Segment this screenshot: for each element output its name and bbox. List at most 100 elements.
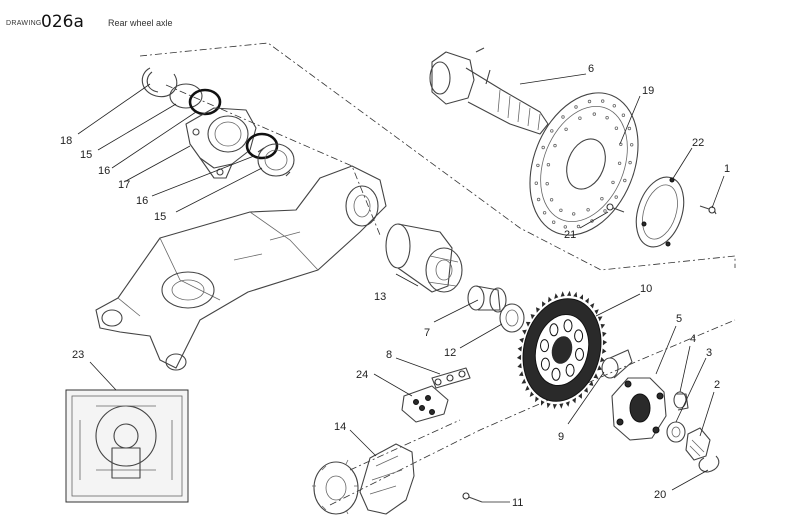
disc-vent-hole — [549, 198, 554, 202]
sprocket-tooth — [590, 303, 595, 309]
callout-19: 19 — [642, 85, 654, 97]
part-23-inset-frame — [65, 389, 189, 503]
disc-vent-hole — [614, 195, 618, 199]
drawing-header: DRAWING 026a Rear wheel axle — [0, 0, 800, 40]
callout-16: 16 — [98, 165, 110, 177]
part-19-brake-disc — [529, 92, 639, 236]
callout-13: 13 — [374, 291, 386, 303]
sprocket-hole — [575, 347, 584, 361]
assembly-boundary-lines — [139, 42, 736, 506]
callout-3: 3 — [706, 347, 712, 359]
sprocket-tooth — [518, 371, 524, 376]
disc-vent-hole — [564, 127, 568, 131]
disc-vent-hole — [576, 224, 581, 229]
sprocket-tooth — [589, 380, 594, 386]
disc-vent-hole — [623, 178, 627, 183]
callout-20: 20 — [654, 489, 666, 501]
disc-vent-hole — [534, 181, 538, 185]
sprocket-tooth — [602, 340, 608, 346]
sprocket-tooth — [552, 404, 557, 410]
disc-vent-hole — [574, 105, 578, 109]
swingarm — [95, 165, 387, 371]
part-20-circlip — [698, 455, 720, 473]
sprocket-hole — [540, 357, 550, 371]
sprocket-tooth — [573, 291, 578, 298]
disc-vent-hole — [553, 143, 557, 148]
part-16-oring-upper — [188, 88, 222, 116]
disc-vent-hole — [541, 145, 545, 150]
callout-17: 17 — [118, 179, 130, 191]
sprocket-hole — [540, 339, 549, 353]
part-2-nut — [685, 427, 711, 461]
sprocket-tooth — [585, 297, 589, 304]
sprocket-hole — [574, 329, 584, 343]
disc-vent-hole — [552, 220, 556, 224]
disc-vent-hole — [578, 116, 582, 120]
sprocket-tooth — [597, 365, 602, 371]
sprocket-tooth — [565, 401, 570, 407]
disc-vent-hole — [586, 208, 590, 212]
part-16-oring-lower — [245, 132, 279, 160]
sprocket-tooth — [519, 337, 524, 343]
sprocket-hole — [565, 363, 575, 377]
sprocket-tooth — [525, 385, 530, 391]
callout-labels: 1 2 3 4 5 6 7 8 9 10 11 12 13 14 15 15 1… — [60, 63, 730, 509]
callout-22: 22 — [692, 137, 704, 149]
disc-vent-hole — [627, 126, 632, 131]
disc-vent-hole — [561, 115, 565, 119]
disc-vent-hole — [592, 112, 596, 116]
disc-vent-hole — [546, 162, 551, 167]
callout-15: 15 — [80, 149, 92, 161]
disc-vent-hole — [572, 212, 576, 216]
disc-vent-hole — [563, 225, 567, 229]
sprocket-tooth — [546, 402, 551, 409]
callout-5: 5 — [676, 313, 682, 325]
sprocket-tooth — [583, 387, 588, 393]
drawing-title: Rear wheel axle — [108, 18, 173, 28]
part-12-seal — [499, 303, 525, 333]
sprocket-tooth — [548, 296, 552, 303]
part-11-bolt — [462, 492, 483, 503]
part-3-washer — [666, 421, 686, 443]
sprocket-tooth — [517, 346, 522, 352]
sprocket-tooth — [536, 307, 541, 313]
callout-6: 6 — [588, 63, 594, 75]
sprocket-tooth — [517, 363, 522, 369]
callout-23: 23 — [72, 349, 84, 361]
sprocket-tooth — [600, 324, 606, 329]
part-6-wheel-axle — [429, 47, 549, 135]
part-9-sleeve — [601, 349, 633, 379]
sprocket-tooth — [522, 329, 527, 335]
disc-vent-hole — [550, 129, 554, 133]
sprocket-tooth — [572, 397, 576, 404]
part-24-link-plate — [401, 385, 449, 423]
callout-1: 1 — [724, 163, 730, 175]
sprocket-tooth — [560, 291, 565, 297]
sprocket-tooth — [597, 316, 603, 322]
callout-9: 9 — [558, 431, 564, 443]
callout-11: 11 — [512, 497, 523, 509]
sprocket-tooth — [535, 396, 539, 403]
callout-2: 2 — [714, 379, 720, 391]
disc-vent-hole — [600, 196, 604, 201]
callout-8: 8 — [386, 349, 392, 361]
callout-10: 10 — [640, 283, 652, 295]
part-15-bearing-lower — [257, 143, 295, 177]
sprocket-tooth — [593, 373, 599, 379]
part-14-chain-guard — [312, 443, 415, 515]
sprocket-tooth — [541, 400, 545, 406]
part-17-eccentric-hub — [185, 107, 257, 179]
disc-vent-hole — [603, 209, 607, 213]
part-7-spacer — [467, 285, 507, 313]
disc-vent-hole — [559, 208, 563, 212]
callout-4: 4 — [690, 333, 696, 345]
callout-15b: 15 — [154, 211, 166, 223]
sprocket-tooth — [567, 290, 572, 296]
disc-vent-hole — [617, 161, 622, 165]
sprocket-tooth — [525, 321, 531, 327]
leader-lines — [77, 73, 725, 503]
disc-vent-hole — [614, 126, 619, 130]
part-13-hub — [385, 223, 463, 293]
